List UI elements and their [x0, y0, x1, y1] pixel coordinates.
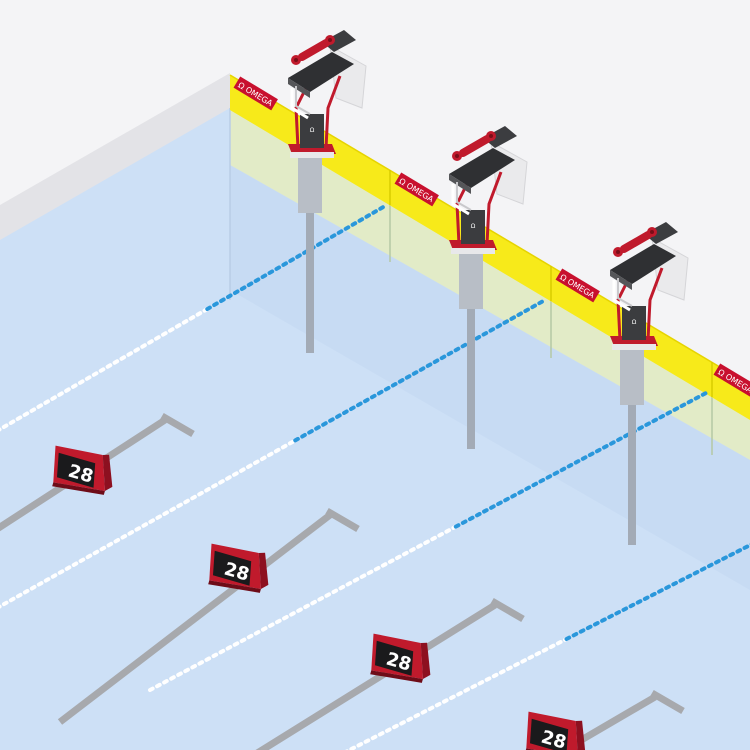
- starting-blocks: Ω Ω Ω: [288, 30, 689, 545]
- block-grip: [619, 231, 653, 253]
- block-logo: Ω: [632, 319, 637, 326]
- block-platform: [610, 244, 676, 284]
- lane-rope-white: [0, 307, 210, 437]
- block-grip: [458, 135, 492, 157]
- lane-rope-blue: [293, 298, 547, 443]
- block-pedestal: [620, 350, 644, 405]
- lane-rope-blue: [564, 538, 750, 641]
- lane-line-t-end: [650, 689, 685, 715]
- lap-counters: 28 28 28 28: [52, 445, 586, 750]
- lap-counter-value: 28: [539, 727, 569, 750]
- lane-line-t-end: [325, 507, 360, 533]
- pool-deck: [0, 73, 230, 242]
- starting-block: Ω: [288, 30, 367, 353]
- lap-counter: 28: [52, 445, 113, 495]
- lane-rope-blue: [205, 204, 387, 312]
- end-wall-lower: [230, 165, 750, 590]
- block-post: [306, 168, 314, 353]
- block-front: [461, 210, 485, 244]
- lane-floor-lines: [0, 412, 685, 750]
- block-logo: Ω: [471, 223, 476, 230]
- block-front: [300, 114, 324, 148]
- block-post: [467, 264, 475, 449]
- lane-rope-white: [0, 438, 298, 614]
- lap-counter: 28: [208, 543, 269, 593]
- block-front: [622, 306, 646, 340]
- lap-counter: 28: [525, 711, 586, 750]
- block-platform: [288, 52, 354, 92]
- lane-line: [57, 512, 333, 725]
- lane-line: [228, 602, 497, 750]
- lane-rope-white: [148, 524, 458, 692]
- block-platform: [449, 148, 515, 188]
- starting-block: Ω: [610, 222, 689, 545]
- block-grip: [297, 39, 331, 61]
- coping-dividers: [389, 170, 713, 397]
- lane-rope-white: [328, 637, 569, 750]
- lane-rope-blue: [453, 391, 708, 529]
- lane-line-t-end: [490, 597, 525, 623]
- lane-line-t-end: [160, 412, 195, 438]
- lane-line: [528, 693, 657, 750]
- wall-panel-dividers: [389, 204, 713, 455]
- block-logo: Ω: [310, 127, 315, 134]
- block-pedestal: [298, 158, 322, 213]
- block-pedestal: [459, 254, 483, 309]
- water-surface: [0, 108, 750, 750]
- lap-counter: 28: [370, 633, 431, 683]
- lane-ropes: [0, 204, 750, 750]
- starting-block: Ω: [449, 126, 528, 449]
- block-post: [628, 360, 636, 545]
